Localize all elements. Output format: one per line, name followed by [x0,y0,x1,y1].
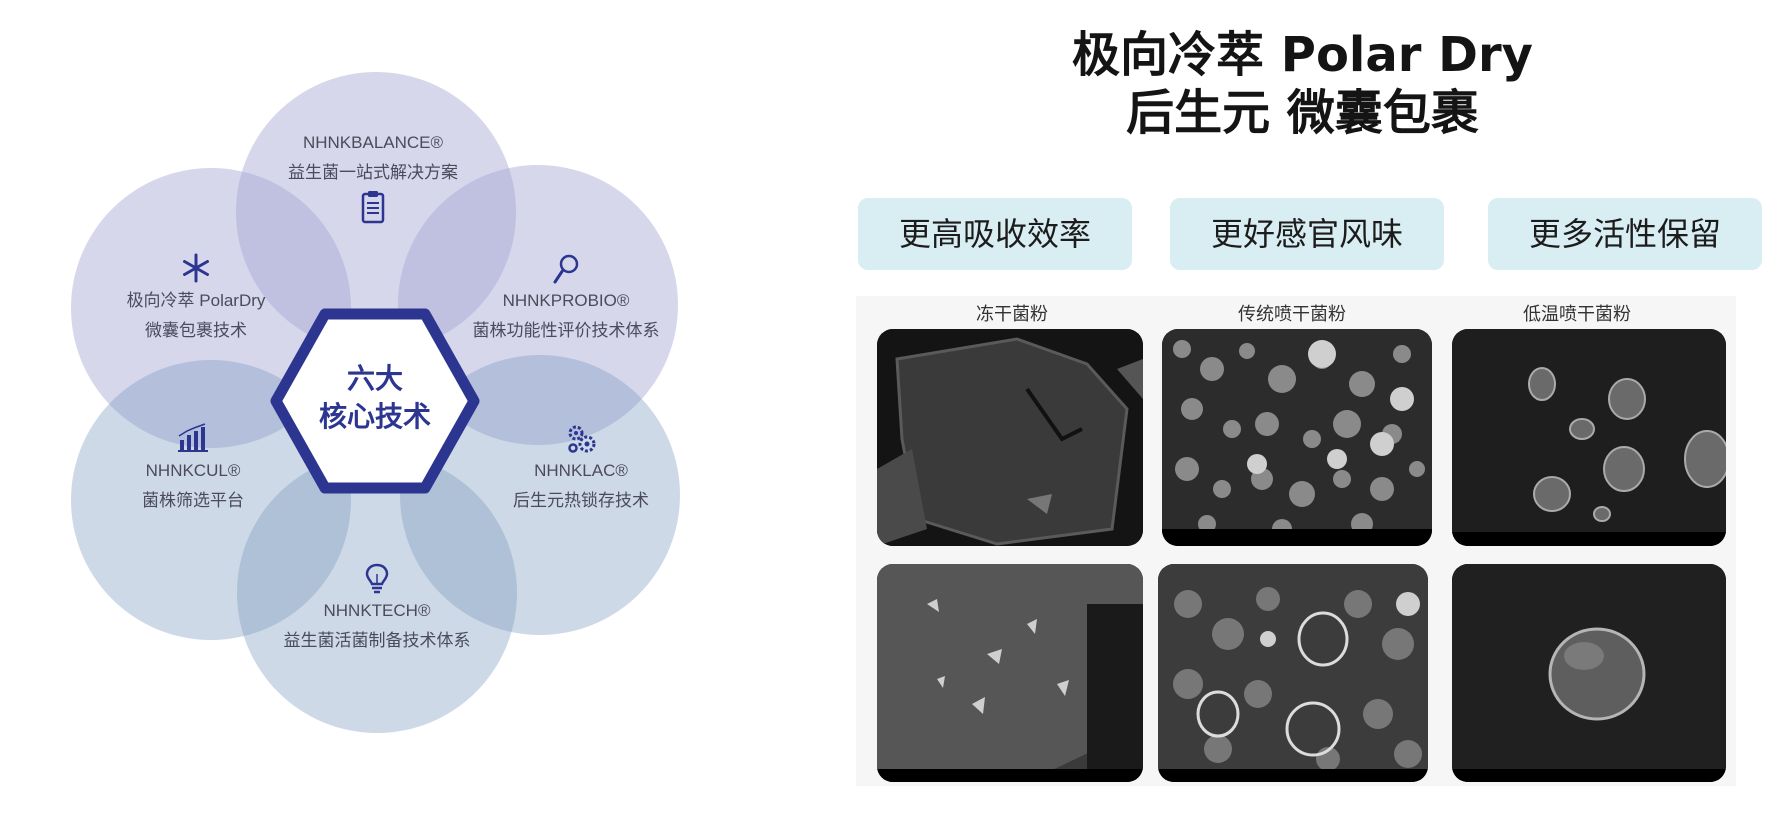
center-label: 六大 核心技术 [270,360,480,436]
center-label-line2: 核心技术 [318,400,431,433]
caption-freeze-dried: 冻干菌粉 [976,304,1048,325]
node-subtitle: 后生元热锁存技术 [513,491,649,511]
lightbulb-icon [262,562,492,596]
center-label-line1: 六大 [346,362,403,395]
magnifier-icon [451,252,681,286]
gears-icon [466,422,696,456]
title-line1: 极向冷萃 Polar Dry [1072,27,1533,83]
benefit-activity: 更多活性保留 [1488,198,1762,270]
bar-chart-icon [78,422,308,456]
sem-photo-freeze-dried-1 [877,329,1143,546]
node-title: NHNKLAC® [534,461,628,480]
node-polardry: 极向冷萃 PolarDry 微囊包裹技术 [81,252,311,346]
snowflake-icon [81,252,311,286]
node-title: NHNKPROBIO® [502,291,630,310]
benefit-absorption: 更高吸收效率 [858,198,1132,270]
node-title: NHNKCUL® [145,461,241,480]
caption-traditional-spray: 传统喷干菌粉 [1238,304,1346,325]
node-nhnklac: NHNKLAC® 后生元热锁存技术 [466,422,696,516]
caption-low-temp-spray: 低温喷干菌粉 [1523,304,1631,325]
node-subtitle: 益生菌一站式解决方案 [288,163,458,183]
panel-title: 极向冷萃 Polar Dry 后生元 微囊包裹 [830,26,1775,142]
polar-dry-panel: 极向冷萃 Polar Dry 后生元 微囊包裹 更高吸收效率 更好感官风味 更多… [830,0,1775,820]
node-title: NHNKTECH® [323,601,431,620]
title-line2: 后生元 微囊包裹 [1126,85,1479,141]
node-subtitle: 益生菌活菌制备技术体系 [283,631,471,651]
node-title: NHNKBALANCE® [302,133,444,152]
sem-photo-freeze-dried-2 [877,564,1143,782]
benefit-flavor: 更好感官风味 [1170,198,1444,270]
center-hexagon [270,308,480,494]
node-subtitle: 菌株筛选平台 [142,491,244,511]
sem-photo-traditional-spray-1 [1162,329,1432,546]
sem-photo-low-temp-spray-1 [1452,329,1726,546]
node-nhnkbalance: NHNKBALANCE® 益生菌一站式解决方案 [258,128,488,226]
node-nhnkcul: NHNKCUL® 菌株筛选平台 [78,422,308,516]
sem-photo-low-temp-spray-2 [1452,564,1726,782]
core-tech-diagram: NHNKBALANCE® 益生菌一站式解决方案 [0,0,780,820]
node-title: 极向冷萃 PolarDry [126,291,266,310]
node-subtitle: 微囊包裹技术 [145,321,247,341]
node-subtitle: 菌株功能性评价技术体系 [472,321,660,341]
node-nhnkprobio: NHNKPROBIO® 菌株功能性评价技术体系 [451,252,681,346]
node-nhnktech: NHNKTECH® 益生菌活菌制备技术体系 [262,562,492,656]
clipboard-icon [258,188,488,226]
sem-photo-traditional-spray-2 [1158,564,1428,782]
